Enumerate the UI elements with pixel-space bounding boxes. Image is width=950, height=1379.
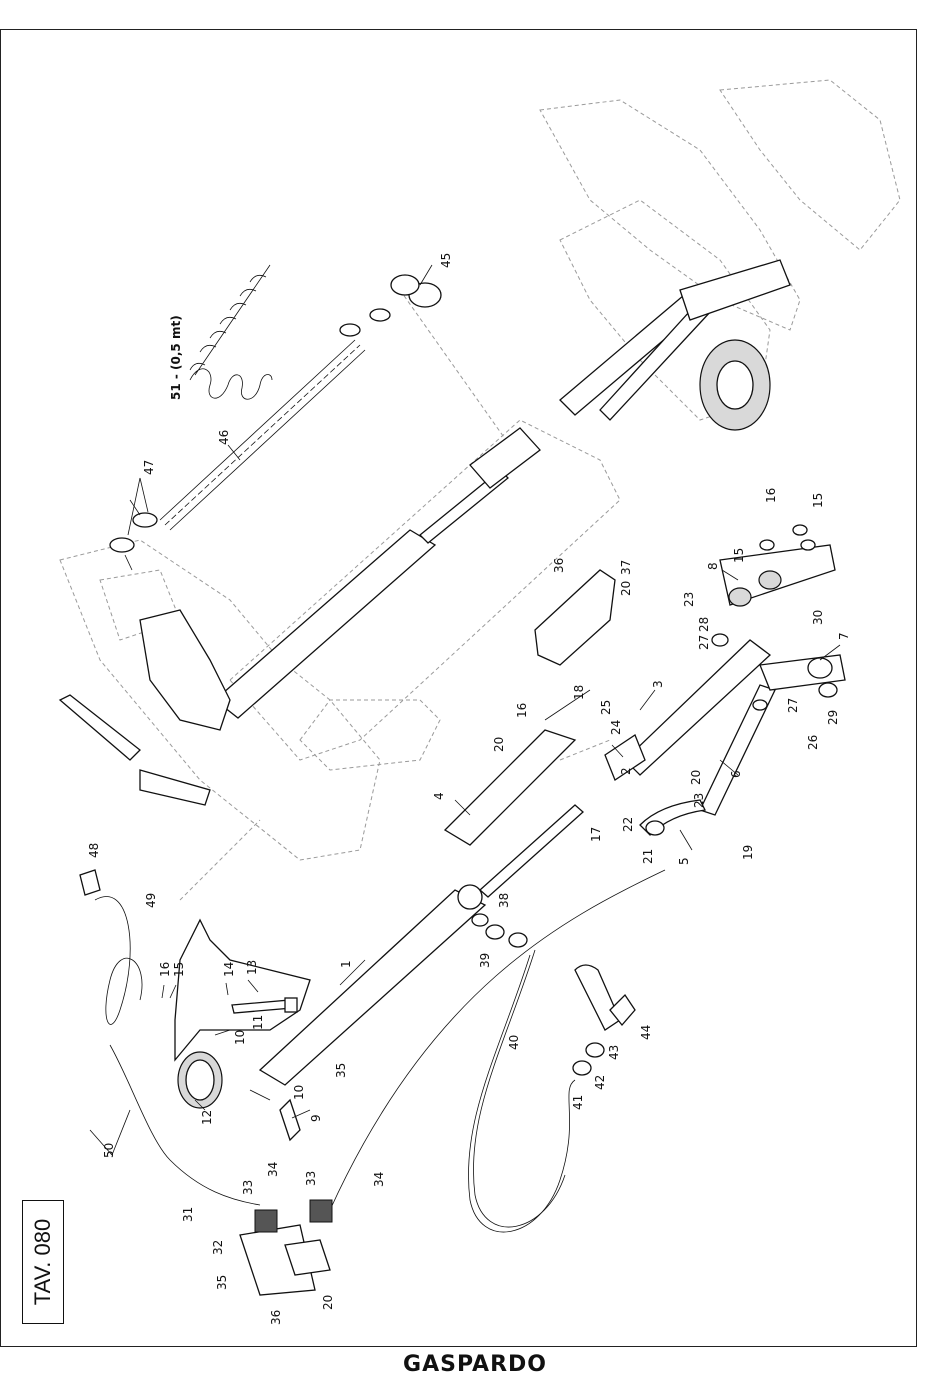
spring-part-51 <box>190 265 272 399</box>
callout: 30 <box>811 610 825 625</box>
callout: 5 <box>677 857 691 865</box>
callout: 15 <box>811 493 825 508</box>
callout: 25 <box>599 700 613 715</box>
callout: 15 <box>172 962 186 977</box>
callout: 10 <box>292 1085 306 1100</box>
callout: 35 <box>215 1275 229 1290</box>
callout: 47 <box>142 460 156 475</box>
callout: 38 <box>497 893 511 908</box>
callout: 31 <box>181 1207 195 1222</box>
callout: 32 <box>211 1240 225 1255</box>
callout: 49 <box>144 893 158 908</box>
callout: 24 <box>609 720 623 735</box>
cable-part-50-31 <box>110 870 665 1210</box>
callout: 22 <box>621 817 635 832</box>
callout: 6 <box>729 770 743 778</box>
callout: 20 <box>619 581 633 596</box>
callout: 12 <box>200 1110 214 1125</box>
callout: 27 <box>786 698 800 713</box>
table-label: TAV. 080 <box>30 1219 56 1305</box>
callout: 37 <box>619 560 633 575</box>
callout: 20 <box>689 770 703 785</box>
hose-part-49 <box>95 897 142 1025</box>
callout: 43 <box>607 1045 621 1060</box>
callout: 17 <box>589 827 603 842</box>
callout: 29 <box>826 710 840 725</box>
callout: 50 <box>102 1143 116 1158</box>
callout: 48 <box>87 843 101 858</box>
spring-callout: 51 - (0,5 mt) <box>169 315 183 400</box>
callout: 36 <box>269 1310 283 1325</box>
callout: 35 <box>334 1063 348 1078</box>
callout: 46 <box>217 430 231 445</box>
callout: 23 <box>682 592 696 607</box>
machine-linkage-arms <box>560 260 790 430</box>
callout: 40 <box>507 1035 521 1050</box>
callout: 11 <box>251 1015 265 1030</box>
callout: 27 <box>697 635 711 650</box>
callout: 33 <box>241 1180 255 1195</box>
callout: 28 <box>697 617 711 632</box>
brand-logo-text: GASPARDO <box>0 1352 950 1377</box>
callout: 39 <box>478 953 492 968</box>
mounting-bracket-upper <box>60 610 230 805</box>
callout: 19 <box>741 845 755 860</box>
callout: 8 <box>706 562 720 570</box>
callout: 16 <box>158 962 172 977</box>
callout: 16 <box>764 488 778 503</box>
callout: 15 <box>732 548 746 563</box>
callout: 33 <box>304 1171 318 1186</box>
callout: 44 <box>639 1025 653 1040</box>
callout: 36 <box>552 558 566 573</box>
hose-part-40 <box>468 950 575 1232</box>
callout: 4 <box>432 792 446 800</box>
callout: 2 <box>619 767 633 775</box>
callout: 26 <box>806 735 820 750</box>
upper-hydraulic-cylinder <box>215 428 540 718</box>
callout: 13 <box>245 960 259 975</box>
callout: 45 <box>439 253 453 268</box>
callout: 1 <box>339 960 353 968</box>
callout: 20 <box>321 1295 335 1310</box>
callout: 18 <box>572 685 586 700</box>
callout: 20 <box>492 737 506 752</box>
callout: 10 <box>233 1030 247 1045</box>
callout: 9 <box>309 1114 323 1122</box>
callout: 23 <box>692 793 706 808</box>
callout: 41 <box>571 1095 585 1110</box>
callout: 34 <box>372 1172 386 1187</box>
callout: 21 <box>641 849 655 864</box>
callout: 34 <box>266 1162 280 1177</box>
callout: 7 <box>837 632 851 640</box>
bottom-clamp-brackets <box>240 1200 332 1295</box>
plate-part-37 <box>535 570 615 665</box>
callout: 14 <box>222 962 236 977</box>
callout: 3 <box>651 680 665 688</box>
callout: 42 <box>593 1075 607 1090</box>
callout: 16 <box>515 703 529 718</box>
